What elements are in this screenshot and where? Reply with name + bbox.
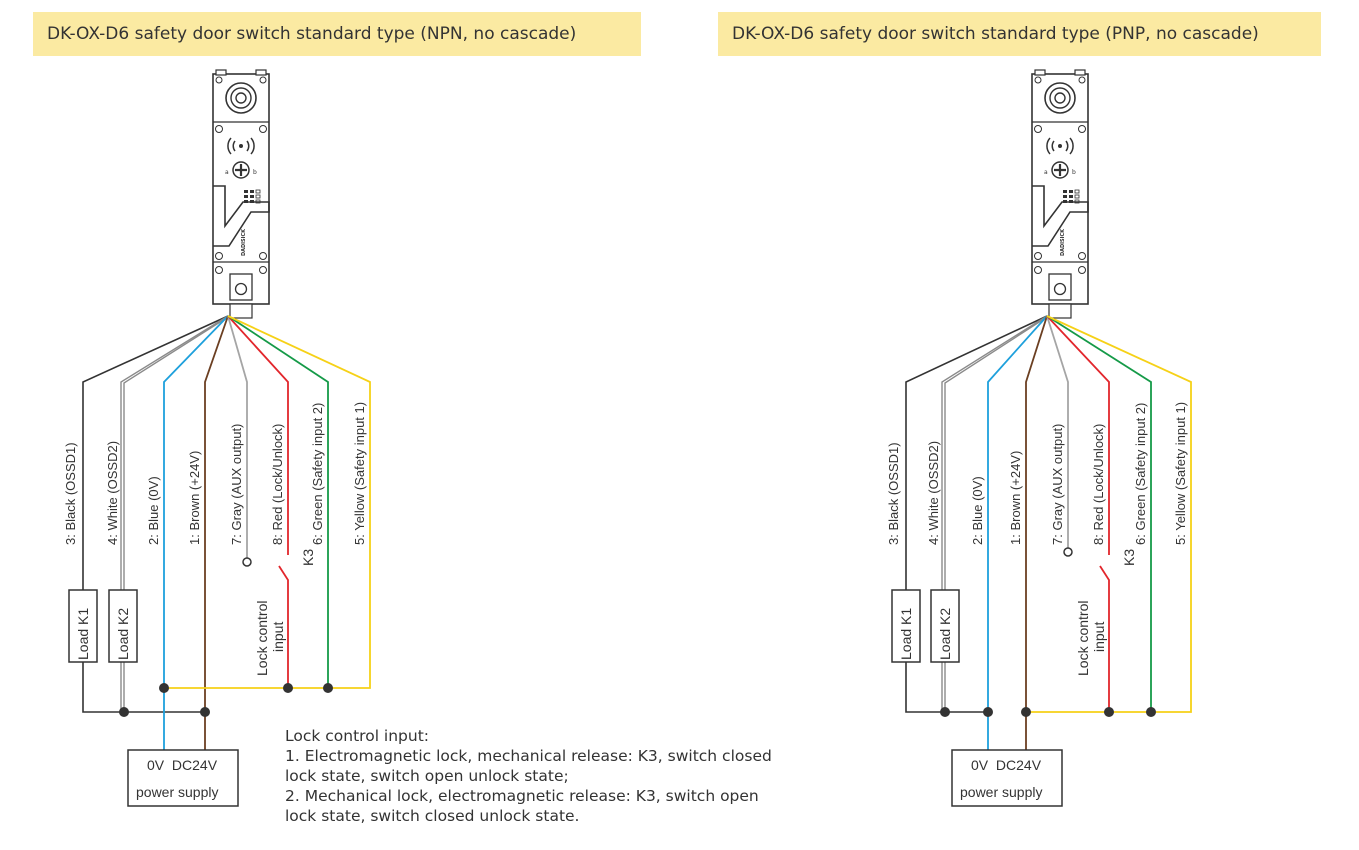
safety-door-switch-icon (211, 68, 271, 320)
wire-yellow (164, 315, 371, 689)
wire-white (941, 315, 1048, 590)
note-heading: Lock control input: (285, 727, 430, 745)
wire-gray (227, 315, 248, 558)
label-yellow: 5: Yellow (Safety input 1) (352, 402, 367, 545)
note-line-1: 1. Electromagnetic lock, mechanical rele… (285, 747, 772, 765)
k3-label: K3 (1121, 549, 1137, 566)
lock-control-note: Lock control input: 1. Electromagnetic l… (285, 726, 885, 826)
wire-blue (163, 315, 229, 750)
lock-control-label-2: input (270, 622, 286, 652)
label-black: 3: Black (OSSD1) (63, 442, 78, 545)
supply-voltage-label: 0V DC24V (147, 757, 218, 773)
load-k2-box (108, 589, 138, 663)
label-white: 4: White (OSSD2) (926, 441, 941, 545)
wire-white (120, 315, 229, 590)
wire-blue (987, 315, 1048, 750)
wire-green (1046, 315, 1152, 712)
supply-label: power supply (960, 784, 1043, 800)
pnp-diagram: Load K1 Load K2 3: Black (OSSD1) 4: Whit… (886, 68, 1192, 807)
diagram-title-pnp: DK-OX-D6 safety door switch standard typ… (718, 12, 1321, 56)
wire-brown (204, 315, 229, 750)
wire-green (227, 315, 329, 688)
power-supply-box (127, 749, 239, 807)
supply-label: power supply (136, 784, 219, 800)
load-k1-label: Load K1 (75, 608, 91, 660)
label-green: 6: Green (Safety input 2) (310, 403, 325, 545)
label-red: 8: Red (Lock/Unlock) (1091, 424, 1106, 545)
lock-control-label-1: Lock control (254, 601, 270, 676)
wire-red (1046, 315, 1110, 555)
label-red: 8: Red (Lock/Unlock) (270, 424, 285, 545)
label-black: 3: Black (OSSD1) (886, 442, 901, 545)
wire-gray (1046, 315, 1069, 548)
label-gray: 7: Gray (AUX output) (229, 424, 244, 545)
label-blue: 2: Blue (0V) (146, 476, 161, 545)
note-line-2: lock state, switch open unlock state; (285, 767, 569, 785)
power-supply-box (951, 749, 1063, 807)
k3-label: K3 (300, 549, 316, 566)
diagram-title-npn: DK-OX-D6 safety door switch standard typ… (33, 12, 641, 56)
note-line-3: 2. Mechanical lock, electromagnetic rele… (285, 787, 759, 805)
wire-brown (1025, 315, 1048, 750)
load-k2-box (930, 589, 960, 663)
label-green: 6: Green (Safety input 2) (1133, 403, 1148, 545)
load-k1-label: Load K1 (898, 608, 914, 660)
lock-control-label-1: Lock control (1075, 601, 1091, 676)
label-gray: 7: Gray (AUX output) (1050, 424, 1065, 545)
note-line-4: lock state, switch closed unlock state. (285, 807, 580, 825)
load-k1-box (68, 589, 98, 663)
label-brown: 1: Brown (+24V) (1008, 451, 1023, 545)
label-yellow: 5: Yellow (Safety input 1) (1173, 402, 1188, 545)
load-k2-label: Load K2 (115, 608, 131, 660)
wire-black (905, 315, 1048, 590)
label-blue: 2: Blue (0V) (970, 476, 985, 545)
wire-red (227, 315, 289, 555)
label-brown: 1: Brown (+24V) (187, 451, 202, 545)
load-k1-box (891, 589, 921, 663)
safety-door-switch-icon (1030, 68, 1090, 320)
lock-control-label-2: input (1091, 622, 1107, 652)
npn-diagram: Load K1 Load K2 3: Black (OSSD1) 4: Whit… (63, 68, 371, 807)
label-white: 4: White (OSSD2) (105, 441, 120, 545)
load-k2-label: Load K2 (937, 608, 953, 660)
wire-black (82, 315, 229, 590)
supply-voltage-label: 0V DC24V (971, 757, 1042, 773)
